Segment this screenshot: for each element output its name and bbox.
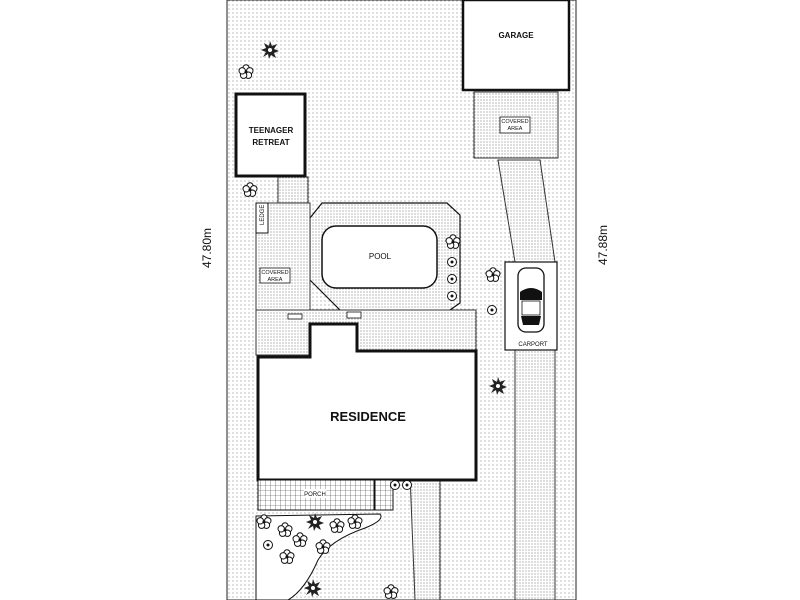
ledge-label: LEDGE <box>260 205 266 225</box>
covered-area-top-label-2: AREA <box>508 126 523 132</box>
plant-icon <box>447 291 457 301</box>
covered-area-top-label-1: COVERED <box>501 119 528 125</box>
teenager-retreat-label-1: TEENAGER <box>249 126 294 135</box>
teenager-retreat-label-2: RETREAT <box>252 138 289 147</box>
porch-steps <box>374 479 394 511</box>
porch <box>257 479 375 511</box>
driveway-lower <box>514 349 556 600</box>
path-retreat <box>277 176 309 208</box>
plant-icon <box>402 480 412 490</box>
garage-label: GARAGE <box>498 31 534 40</box>
covered-area-side-label-1: COVERED <box>261 270 288 276</box>
plant-icon <box>487 305 497 315</box>
plant-icon <box>390 480 400 490</box>
dimension-right-label: 47.88m <box>596 225 610 265</box>
car-icon <box>517 267 545 333</box>
porch-label: PORCH <box>304 492 326 498</box>
carport-label: CARPORT <box>518 342 548 348</box>
porch-label-box <box>304 489 326 498</box>
pool-label: POOL <box>369 252 392 261</box>
covered-area-side-label-2: AREA <box>268 277 283 283</box>
ledge-area <box>255 202 269 234</box>
carport-label-box <box>516 340 550 348</box>
teenager-retreat <box>234 92 307 178</box>
dimension-left-label: 47.80m <box>200 228 214 268</box>
covered-area-side <box>259 267 291 284</box>
residence-label: RESIDENCE <box>330 409 406 424</box>
plant-icon <box>447 257 457 267</box>
path-front <box>409 474 441 600</box>
step <box>346 311 362 319</box>
plant-icon <box>263 540 273 550</box>
covered-area-top <box>499 116 531 134</box>
step <box>287 313 303 320</box>
pool <box>321 225 438 289</box>
garage <box>461 0 571 92</box>
plant-icon <box>447 274 457 284</box>
